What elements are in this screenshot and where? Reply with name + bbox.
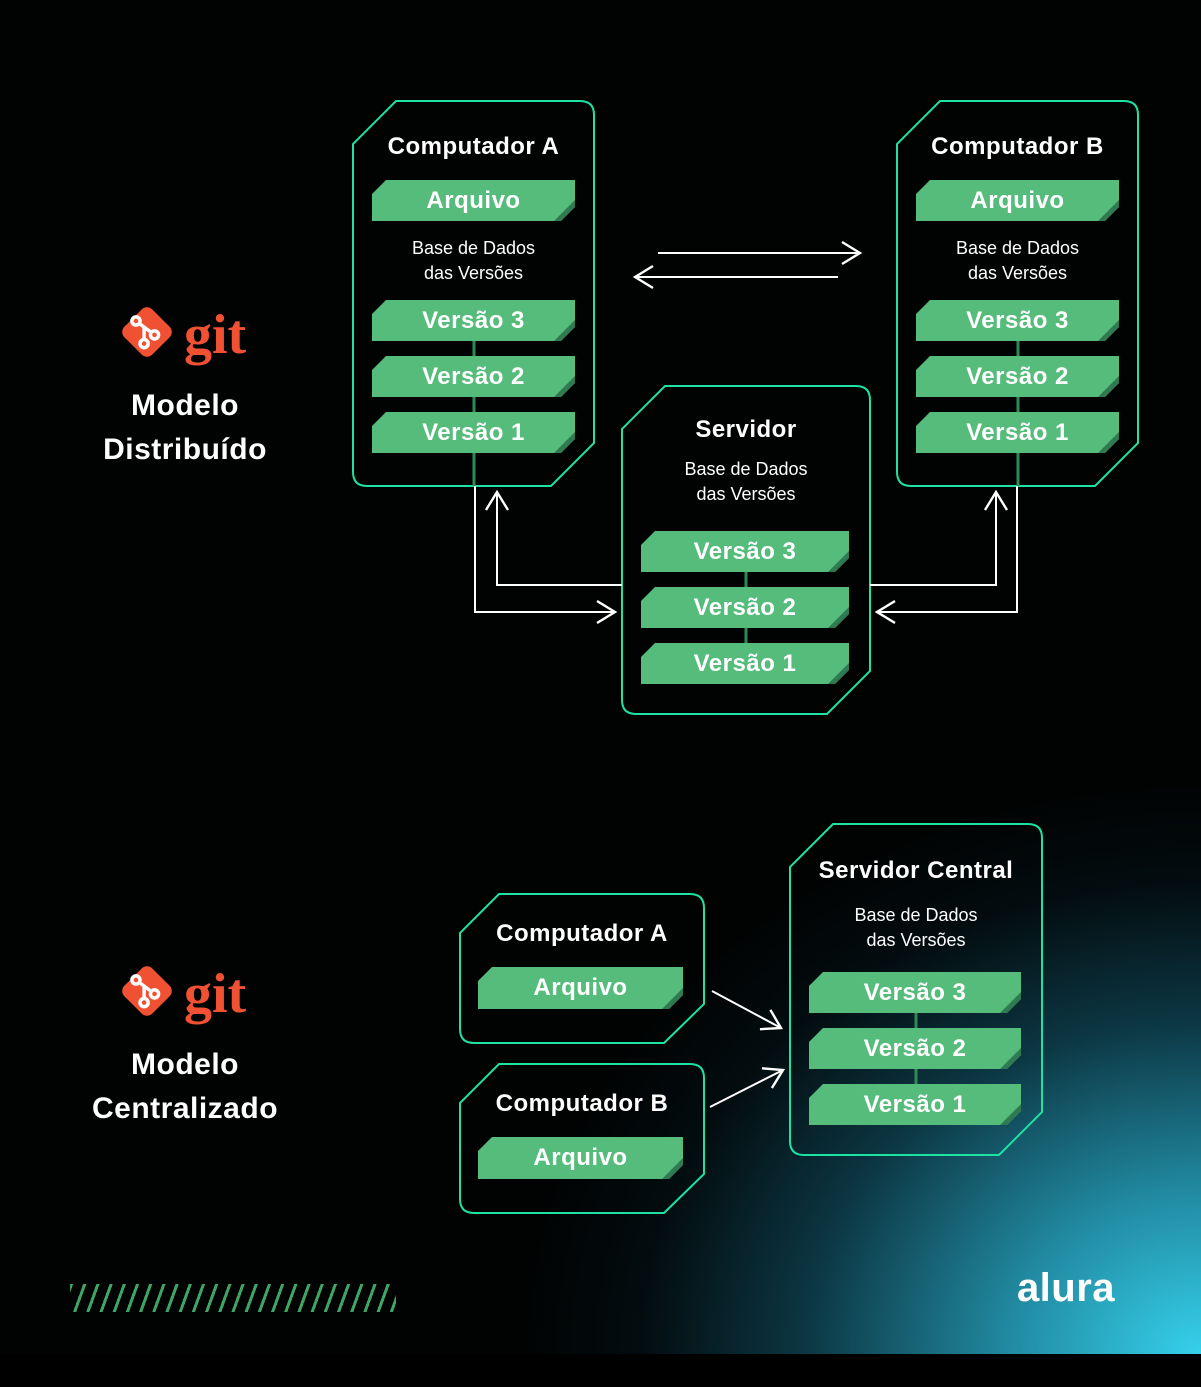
version-connector xyxy=(1016,397,1019,412)
versao-3-button: Versão 3 xyxy=(372,300,575,341)
centralized-title-line1: Modelo xyxy=(131,1048,239,1081)
panel-title: Computador B xyxy=(495,1090,669,1117)
db-label-line1: Base de Dados xyxy=(955,238,1080,258)
slash-pattern xyxy=(70,1284,396,1312)
versao-2-button: Versão 2 xyxy=(809,1028,1021,1069)
centralized-model-title: Modelo Centralizado xyxy=(55,1043,315,1131)
db-label: Base de Dados das Versões xyxy=(621,457,871,507)
versao-1-button: Versão 1 xyxy=(916,412,1119,453)
versao-2-button: Versão 2 xyxy=(372,356,575,397)
arquivo-button: Arquivo xyxy=(478,967,683,1009)
version-connector xyxy=(1016,453,1019,486)
arrow-central-b-to-server xyxy=(709,1067,786,1108)
versao-1-button: Versão 1 xyxy=(809,1084,1021,1125)
db-label: Base de Dados das Versões xyxy=(352,236,595,286)
version-connector xyxy=(744,572,748,587)
distributed-title-line2: Distribuído xyxy=(103,433,267,466)
arrow-server-to-computer-b xyxy=(870,489,1009,586)
git-wordmark: git xyxy=(184,962,247,1025)
panel-title: Servidor Central xyxy=(818,857,1014,884)
versao-3-button: Versão 3 xyxy=(916,300,1119,341)
git-wordmark: git xyxy=(184,303,247,366)
git-icon xyxy=(118,962,176,1025)
panel-servidor-central: Servidor Central Base de Dados das Versõ… xyxy=(789,823,1043,1156)
panel-computador-b-centralized: Computador B Arquivo xyxy=(459,1063,705,1214)
db-label-line2: das Versões xyxy=(866,930,966,950)
db-label: Base de Dados das Versões xyxy=(896,236,1139,286)
db-label: Base de Dados das Versões xyxy=(789,903,1043,953)
version-connector xyxy=(914,1013,918,1028)
arrow-central-a-to-server xyxy=(711,990,784,1031)
version-connector xyxy=(472,341,475,356)
versao-2-button: Versão 2 xyxy=(641,587,849,628)
version-connector xyxy=(744,628,748,643)
panel-computador-a-distributed: Computador A Arquivo Base de Dados das V… xyxy=(352,100,595,487)
panel-title: Computador A xyxy=(496,920,668,947)
distributed-model-title: Modelo Distribuído xyxy=(65,384,305,472)
version-connector xyxy=(472,397,475,412)
panel-title: Servidor xyxy=(695,416,797,443)
versao-3-button: Versão 3 xyxy=(809,972,1021,1013)
bottom-black-bar xyxy=(0,1354,1201,1387)
git-icon xyxy=(118,303,176,366)
db-label-line1: Base de Dados xyxy=(411,238,536,258)
arquivo-button: Arquivo xyxy=(916,180,1119,221)
git-brand-distributed: git xyxy=(118,303,246,366)
arrow-computer-a-to-server xyxy=(474,486,618,625)
git-brand-centralized: git xyxy=(118,962,246,1025)
panel-computador-a-centralized: Computador A Arquivo xyxy=(459,893,705,1044)
db-label-line1: Base de Dados xyxy=(684,459,808,479)
arquivo-button: Arquivo xyxy=(372,180,575,221)
alura-logo: alura xyxy=(1016,1266,1116,1310)
panel-servidor-distributed: Servidor Base de Dados das Versões Versã… xyxy=(621,385,871,715)
versao-2-button: Versão 2 xyxy=(916,356,1119,397)
panel-computador-b-distributed: Computador B Arquivo Base de Dados das V… xyxy=(896,100,1139,487)
version-connector xyxy=(472,453,475,486)
arrow-server-to-computer-a xyxy=(484,489,622,586)
versao-1-button: Versão 1 xyxy=(641,643,849,684)
versao-1-button: Versão 1 xyxy=(372,412,575,453)
db-label-line2: das Versões xyxy=(967,263,1068,283)
db-label-line1: Base de Dados xyxy=(854,905,978,925)
db-label-line2: das Versões xyxy=(696,484,796,504)
panel-title: Computador B xyxy=(931,133,1104,160)
versao-3-button: Versão 3 xyxy=(641,531,849,572)
panel-title: Computador A xyxy=(387,133,560,160)
centralized-title-line2: Centralizado xyxy=(91,1092,279,1125)
arrow-computer-b-to-server xyxy=(874,486,1018,625)
version-connector xyxy=(914,1069,918,1084)
db-label-line2: das Versões xyxy=(423,263,524,283)
distributed-title-line1: Modelo xyxy=(131,389,239,422)
version-connector xyxy=(1016,341,1019,356)
arquivo-button: Arquivo xyxy=(478,1137,683,1179)
